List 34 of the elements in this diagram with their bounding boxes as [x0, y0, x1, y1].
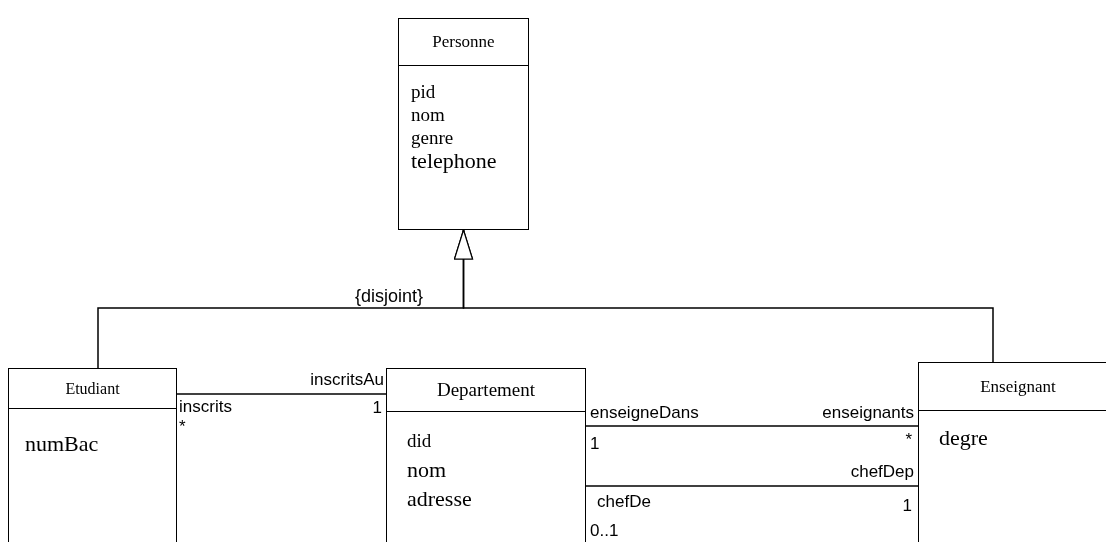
attribute-text: telephone [411, 149, 497, 172]
role-label: chefDep [850, 463, 914, 480]
class-box [918, 362, 1106, 542]
class-name: Departement [436, 379, 536, 401]
class-box [386, 368, 586, 542]
association-line [176, 393, 387, 395]
class-name: Personne [432, 32, 495, 52]
role-label: inscrits [179, 398, 232, 415]
multiplicity-label: * [179, 418, 186, 435]
multiplicity-label: * [905, 431, 912, 448]
class-name: Etudiant [65, 379, 120, 398]
attribute-text: pid [411, 80, 436, 103]
multiplicity-label: 1 [590, 435, 600, 452]
constraint-label: {disjoint} [355, 287, 424, 305]
attribute-text: nom [411, 103, 445, 126]
attribute-text: degre [939, 425, 988, 451]
attribute-text: nom [407, 456, 447, 484]
class-box [398, 18, 529, 230]
class-name: Enseignant [980, 376, 1056, 397]
attribute-text: adresse [407, 485, 472, 513]
role-label: inscritsAu [310, 371, 384, 388]
multiplicity-label: 1 [902, 497, 912, 514]
role-label: enseigneDans [590, 404, 699, 421]
role-label: enseignants [822, 404, 914, 421]
attribute-text: did [407, 429, 432, 453]
attribute-text: genre [411, 126, 454, 149]
class-box [8, 368, 177, 542]
attribute-text: numBac [25, 431, 99, 457]
role-label: chefDe [597, 493, 651, 510]
generalization-arrow [453, 229, 994, 363]
association-line [585, 485, 919, 487]
association-line [585, 425, 919, 427]
multiplicity-label: 1 [372, 399, 382, 416]
multiplicity-label: 0..1 [590, 522, 619, 539]
